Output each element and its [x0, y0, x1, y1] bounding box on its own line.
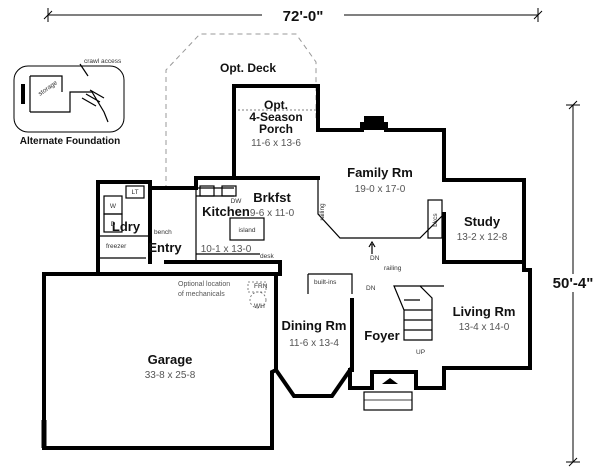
living-room: Living Rm 13-4 x 14-0: [453, 304, 516, 333]
overall-depth-label: 50'-4": [553, 275, 594, 292]
bench-label: bench: [154, 229, 172, 236]
overall-depth-dimension: 50'-4": [548, 100, 600, 467]
study-size: 13-2 x 12-8: [457, 232, 508, 243]
built-ins-label: built-ins: [314, 279, 337, 286]
interior-walls: [41, 116, 526, 448]
opt-deck-outline: Opt. Deck: [165, 33, 317, 190]
family-room-size: 19-0 x 17-0: [355, 184, 406, 195]
mechanicals-note-1: Optional location: [178, 281, 230, 288]
opt-deck-label: Opt. Deck: [220, 61, 276, 75]
stair-up-label: UP: [416, 349, 425, 356]
crawl-access-label: crawl access: [84, 58, 122, 65]
annotations: freezer bench desk built-ins railing rai…: [106, 203, 425, 356]
stair-down-label: DN: [366, 285, 376, 292]
living-room-name: Living Rm: [453, 304, 516, 319]
breakfast-room-name: Brkfst: [253, 190, 291, 205]
washer-label: W: [110, 203, 117, 210]
furnace-label: FRN: [254, 283, 268, 290]
porch-label-2: 4-Season: [249, 110, 302, 124]
overall-width-dimension: 72'-0": [43, 8, 543, 25]
kitchen: Kitchen island DW 10-1 x 13-0: [201, 198, 256, 255]
garage: Garage 33-8 x 25-8: [145, 352, 196, 381]
living-room-size: 13-4 x 14-0: [459, 322, 510, 333]
water-heater-label: WH: [254, 303, 265, 310]
dining-room: Dining Rm 11-6 x 13-4: [282, 318, 347, 349]
porch-label-1: Opt.: [264, 98, 288, 112]
breakfast-room-size: 9-6 x 11-0: [250, 208, 295, 219]
dining-room-name: Dining Rm: [282, 318, 347, 333]
porch-label-3: Porch: [259, 122, 293, 136]
family-down-label: DN: [370, 255, 380, 262]
laundry-tub-label: LT: [131, 189, 138, 196]
family-room: Family Rm 19-0 x 17-0: [347, 165, 413, 195]
stair-railing-label: railing: [384, 265, 402, 272]
desk-label: desk: [260, 253, 274, 260]
entry-name: Entry: [148, 240, 182, 255]
laundry-name: Ldry: [112, 219, 141, 234]
foyer: Foyer: [364, 328, 399, 343]
mechanicals-note-2: of mechanicals: [178, 291, 225, 298]
dishwasher-label: DW: [231, 198, 243, 205]
garage-size: 33-8 x 25-8: [145, 370, 196, 381]
freezer-label: freezer: [106, 243, 127, 250]
family-room-name: Family Rm: [347, 165, 413, 180]
study: Study 13-2 x 12-8 bkcs: [432, 213, 508, 243]
foyer-name: Foyer: [364, 328, 399, 343]
family-railing-label: railing: [319, 203, 326, 221]
study-name: Study: [464, 214, 501, 229]
dining-room-size: 11-6 x 13-4: [289, 338, 339, 349]
bookcase-label: bkcs: [432, 213, 439, 227]
alternate-foundation-inset: crawl access storage Alternate Foundatio…: [13, 58, 125, 147]
exterior-walls: [42, 122, 532, 450]
storage-label: storage: [37, 79, 59, 97]
laundry: Ldry W D LT: [110, 189, 141, 234]
breakfast-room: Brkfst 9-6 x 11-0: [250, 190, 295, 219]
garage-name: Garage: [148, 352, 193, 367]
porch-size: 11-6 x 13-6: [251, 138, 301, 149]
entry: Entry: [148, 240, 182, 255]
porch: Opt. 4-Season Porch 11-6 x 13-6: [232, 84, 320, 180]
overall-width-label: 72'-0": [283, 8, 324, 25]
island-label: island: [239, 227, 256, 234]
alternate-foundation-title: Alternate Foundation: [20, 136, 121, 147]
kitchen-name: Kitchen: [202, 204, 250, 219]
dryer-label: D: [111, 221, 116, 228]
kitchen-size: 10-1 x 13-0: [201, 244, 252, 255]
